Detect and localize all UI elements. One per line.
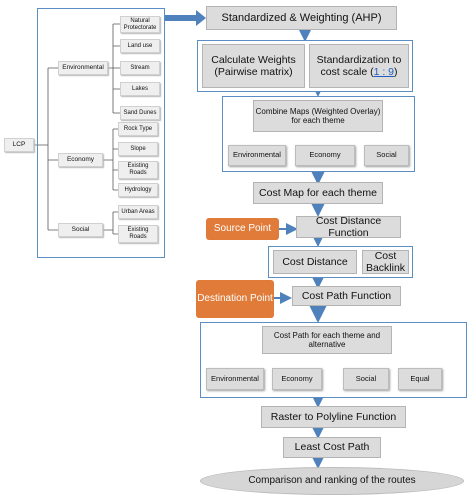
least-cost-path-box: Least Cost Path [283, 437, 381, 458]
tree-connectors [34, 23, 120, 235]
standardized-weighting-box: Standardized & Weighting (AHP) [206, 6, 397, 30]
raster-to-polyline-box: Raster to Polyline Function [261, 406, 406, 428]
main-arrow [164, 10, 206, 26]
leaf-existing-roads-economy: Existing Roads [118, 161, 158, 179]
theme-social: Social [364, 145, 409, 166]
calculate-weights-box: Calculate Weights (Pairwise matrix) [202, 44, 305, 88]
comparison-ranking-ellipse: Comparison and ranking of the routes [200, 467, 464, 495]
source-point-box: Source Point [206, 218, 279, 240]
leaf-urban-areas: Urban Areas [118, 205, 158, 219]
cost-path-function-box: Cost Path Function [292, 286, 401, 306]
tree-root: LCP [4, 138, 34, 152]
leaf-sand-dunes: Sand Dunes [120, 106, 160, 120]
leaf-existing-roads-social: Existing Roads [118, 225, 158, 243]
alternative-economy: Economy [272, 368, 322, 390]
standardization-box: Standardization to cost scale (1 : 9) [309, 44, 409, 88]
alternative-equal: Equal [398, 368, 442, 390]
leaf-slope: Slope [118, 142, 158, 156]
leaf-rock-type: Rock Type [118, 122, 158, 136]
criteria-tree-frame [37, 8, 165, 258]
category-social: Social [58, 223, 103, 237]
theme-economy: Economy [295, 145, 355, 166]
leaf-land-use: Land use [120, 39, 160, 53]
theme-environmental: Environmental [228, 145, 286, 166]
leaf-hydrology: Hydrology [118, 183, 158, 197]
cost-distance-function-box: Cost Distance Function [296, 215, 401, 239]
leaf-natural-protectorate: Natural Protectorate [120, 16, 160, 33]
category-economy: Economy [58, 153, 103, 167]
destination-point-box: Destination Point [196, 280, 274, 318]
leaf-stream: Stream [120, 61, 160, 75]
alternative-environmental: Environmental [206, 368, 264, 390]
scale-value: 1 : 9 [373, 66, 395, 78]
cost-backlink-box: Cost Backlink [362, 250, 409, 274]
standardization-text: Standardization to cost scale (1 : 9) [316, 53, 402, 78]
combine-maps-box: Combine Maps (Weighted Overlay) for each… [253, 100, 383, 132]
cost-path-each-box: Cost Path for each theme and alternative [262, 326, 392, 354]
category-environmental: Environmental [58, 61, 108, 75]
alternative-social: Social [343, 368, 389, 390]
cost-map-box: Cost Map for each theme [253, 182, 383, 204]
side-arrows [274, 223, 298, 304]
leaf-lakes: Lakes [120, 82, 160, 96]
cost-distance-box: Cost Distance [273, 250, 357, 274]
